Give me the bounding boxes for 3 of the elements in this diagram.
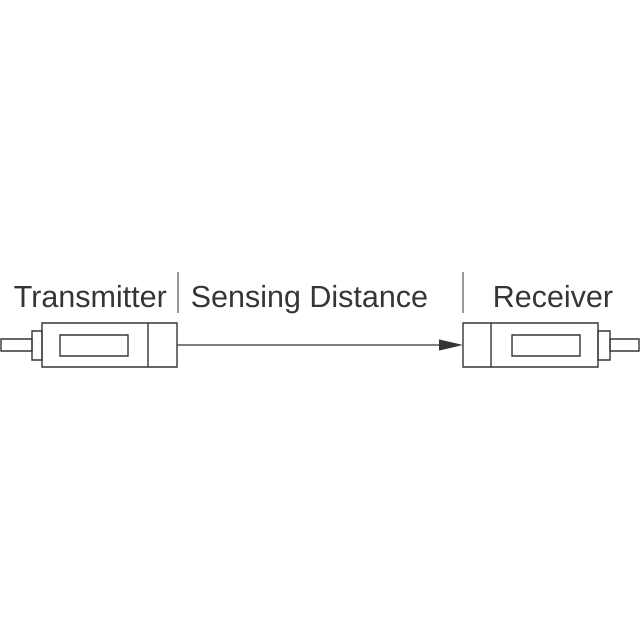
sensor-label: Transmitter xyxy=(14,284,166,308)
sensor-label: Receiver xyxy=(495,284,613,308)
distance-label: Sensing Distance xyxy=(192,284,427,314)
